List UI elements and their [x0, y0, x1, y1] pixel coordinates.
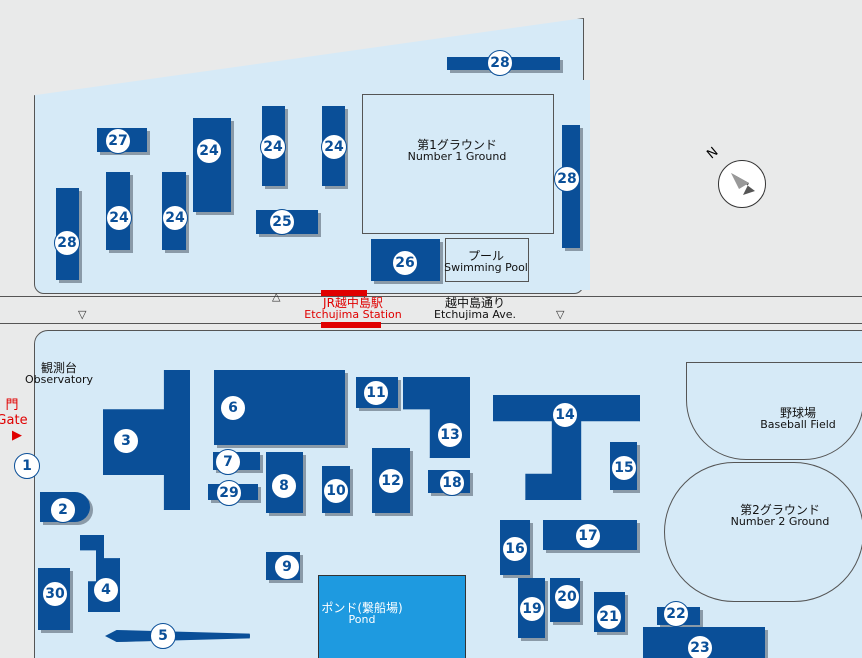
badge-28[interactable]: 28: [554, 166, 580, 192]
badge-29[interactable]: 29: [216, 480, 242, 506]
station-marker-bottom: [321, 322, 381, 328]
badge-20[interactable]: 20: [554, 584, 580, 610]
badge-11[interactable]: 11: [363, 380, 389, 406]
pool-jp: プール: [467, 249, 505, 263]
badge-5[interactable]: 5: [150, 623, 176, 649]
badge-16[interactable]: 16: [502, 536, 528, 562]
pond-jp: ポンド(繋船場): [321, 601, 403, 615]
observatory-jp: 観測台: [40, 361, 77, 375]
station-jp: JR越中島駅: [323, 296, 383, 310]
badge-9[interactable]: 9: [274, 554, 300, 580]
observatory-en: Observatory: [25, 373, 93, 386]
badge-24[interactable]: 24: [196, 138, 222, 164]
badge-23[interactable]: 23: [687, 635, 713, 658]
badge-24[interactable]: 24: [321, 134, 347, 160]
gate-jp: 門: [5, 398, 19, 413]
entrance-marker: △: [272, 290, 281, 303]
badge-18[interactable]: 18: [439, 470, 465, 496]
etchujima-avenue: [0, 296, 862, 324]
badge-6[interactable]: 6: [220, 395, 246, 421]
building-5[interactable]: [105, 630, 250, 642]
avenue-en: Etchujima Ave.: [434, 308, 516, 321]
swimming-pool: [445, 238, 529, 282]
badge-3[interactable]: 3: [113, 428, 139, 454]
ground-2: [664, 462, 862, 602]
badge-14[interactable]: 14: [552, 402, 578, 428]
badge-19[interactable]: 19: [519, 596, 545, 622]
pool-en: Swimming Pool: [444, 261, 528, 274]
entrance-marker: ▽: [556, 308, 565, 321]
badge-17[interactable]: 17: [575, 523, 601, 549]
baseball-jp: 野球場: [779, 406, 817, 420]
compass-north-label: N: [704, 144, 722, 163]
badge-8[interactable]: 8: [271, 473, 297, 499]
baseball-en: Baseball Field: [760, 418, 836, 431]
badge-26[interactable]: 26: [392, 250, 418, 276]
gate-arrow-icon: ▶: [11, 428, 22, 443]
badge-28[interactable]: 28: [487, 50, 513, 76]
badge-30[interactable]: 30: [42, 581, 68, 607]
badge-7[interactable]: 7: [215, 449, 241, 475]
badge-13[interactable]: 13: [437, 422, 463, 448]
badge-22[interactable]: 22: [663, 601, 689, 627]
station-en: Etchujima Station: [304, 308, 402, 321]
badge-15[interactable]: 15: [611, 455, 637, 481]
ground-1-jp: 第1グラウンド: [417, 138, 497, 152]
pond-en: Pond: [348, 613, 376, 626]
compass-icon: [718, 160, 766, 208]
pond: [318, 575, 466, 658]
entrance-marker: ▽: [78, 308, 87, 321]
badge-24[interactable]: 24: [260, 134, 286, 160]
pond-label: ポンド(繋船場)Pond: [321, 602, 402, 626]
avenue-jp: 越中島通り: [444, 296, 506, 310]
badge-24[interactable]: 24: [162, 205, 188, 231]
building-24[interactable]: [193, 118, 231, 212]
badge-1[interactable]: 1: [14, 453, 40, 479]
ground-1-en: Number 1 Ground: [407, 150, 507, 163]
badge-10[interactable]: 10: [323, 478, 349, 504]
ground-1: [362, 94, 554, 234]
gate-en: Gate: [0, 413, 28, 428]
badge-27[interactable]: 27: [105, 128, 131, 154]
badge-25[interactable]: 25: [269, 209, 295, 235]
badge-21[interactable]: 21: [596, 604, 622, 630]
ground-2-en: Number 2 Ground: [730, 515, 830, 528]
badge-24[interactable]: 24: [106, 205, 132, 231]
station-marker-top: [321, 290, 367, 296]
badge-4[interactable]: 4: [93, 577, 119, 603]
badge-28[interactable]: 28: [54, 230, 80, 256]
badge-12[interactable]: 12: [378, 468, 404, 494]
baseball-field: [686, 362, 862, 460]
ground-2-jp: 第2グラウンド: [740, 503, 820, 517]
badge-2[interactable]: 2: [50, 497, 76, 523]
